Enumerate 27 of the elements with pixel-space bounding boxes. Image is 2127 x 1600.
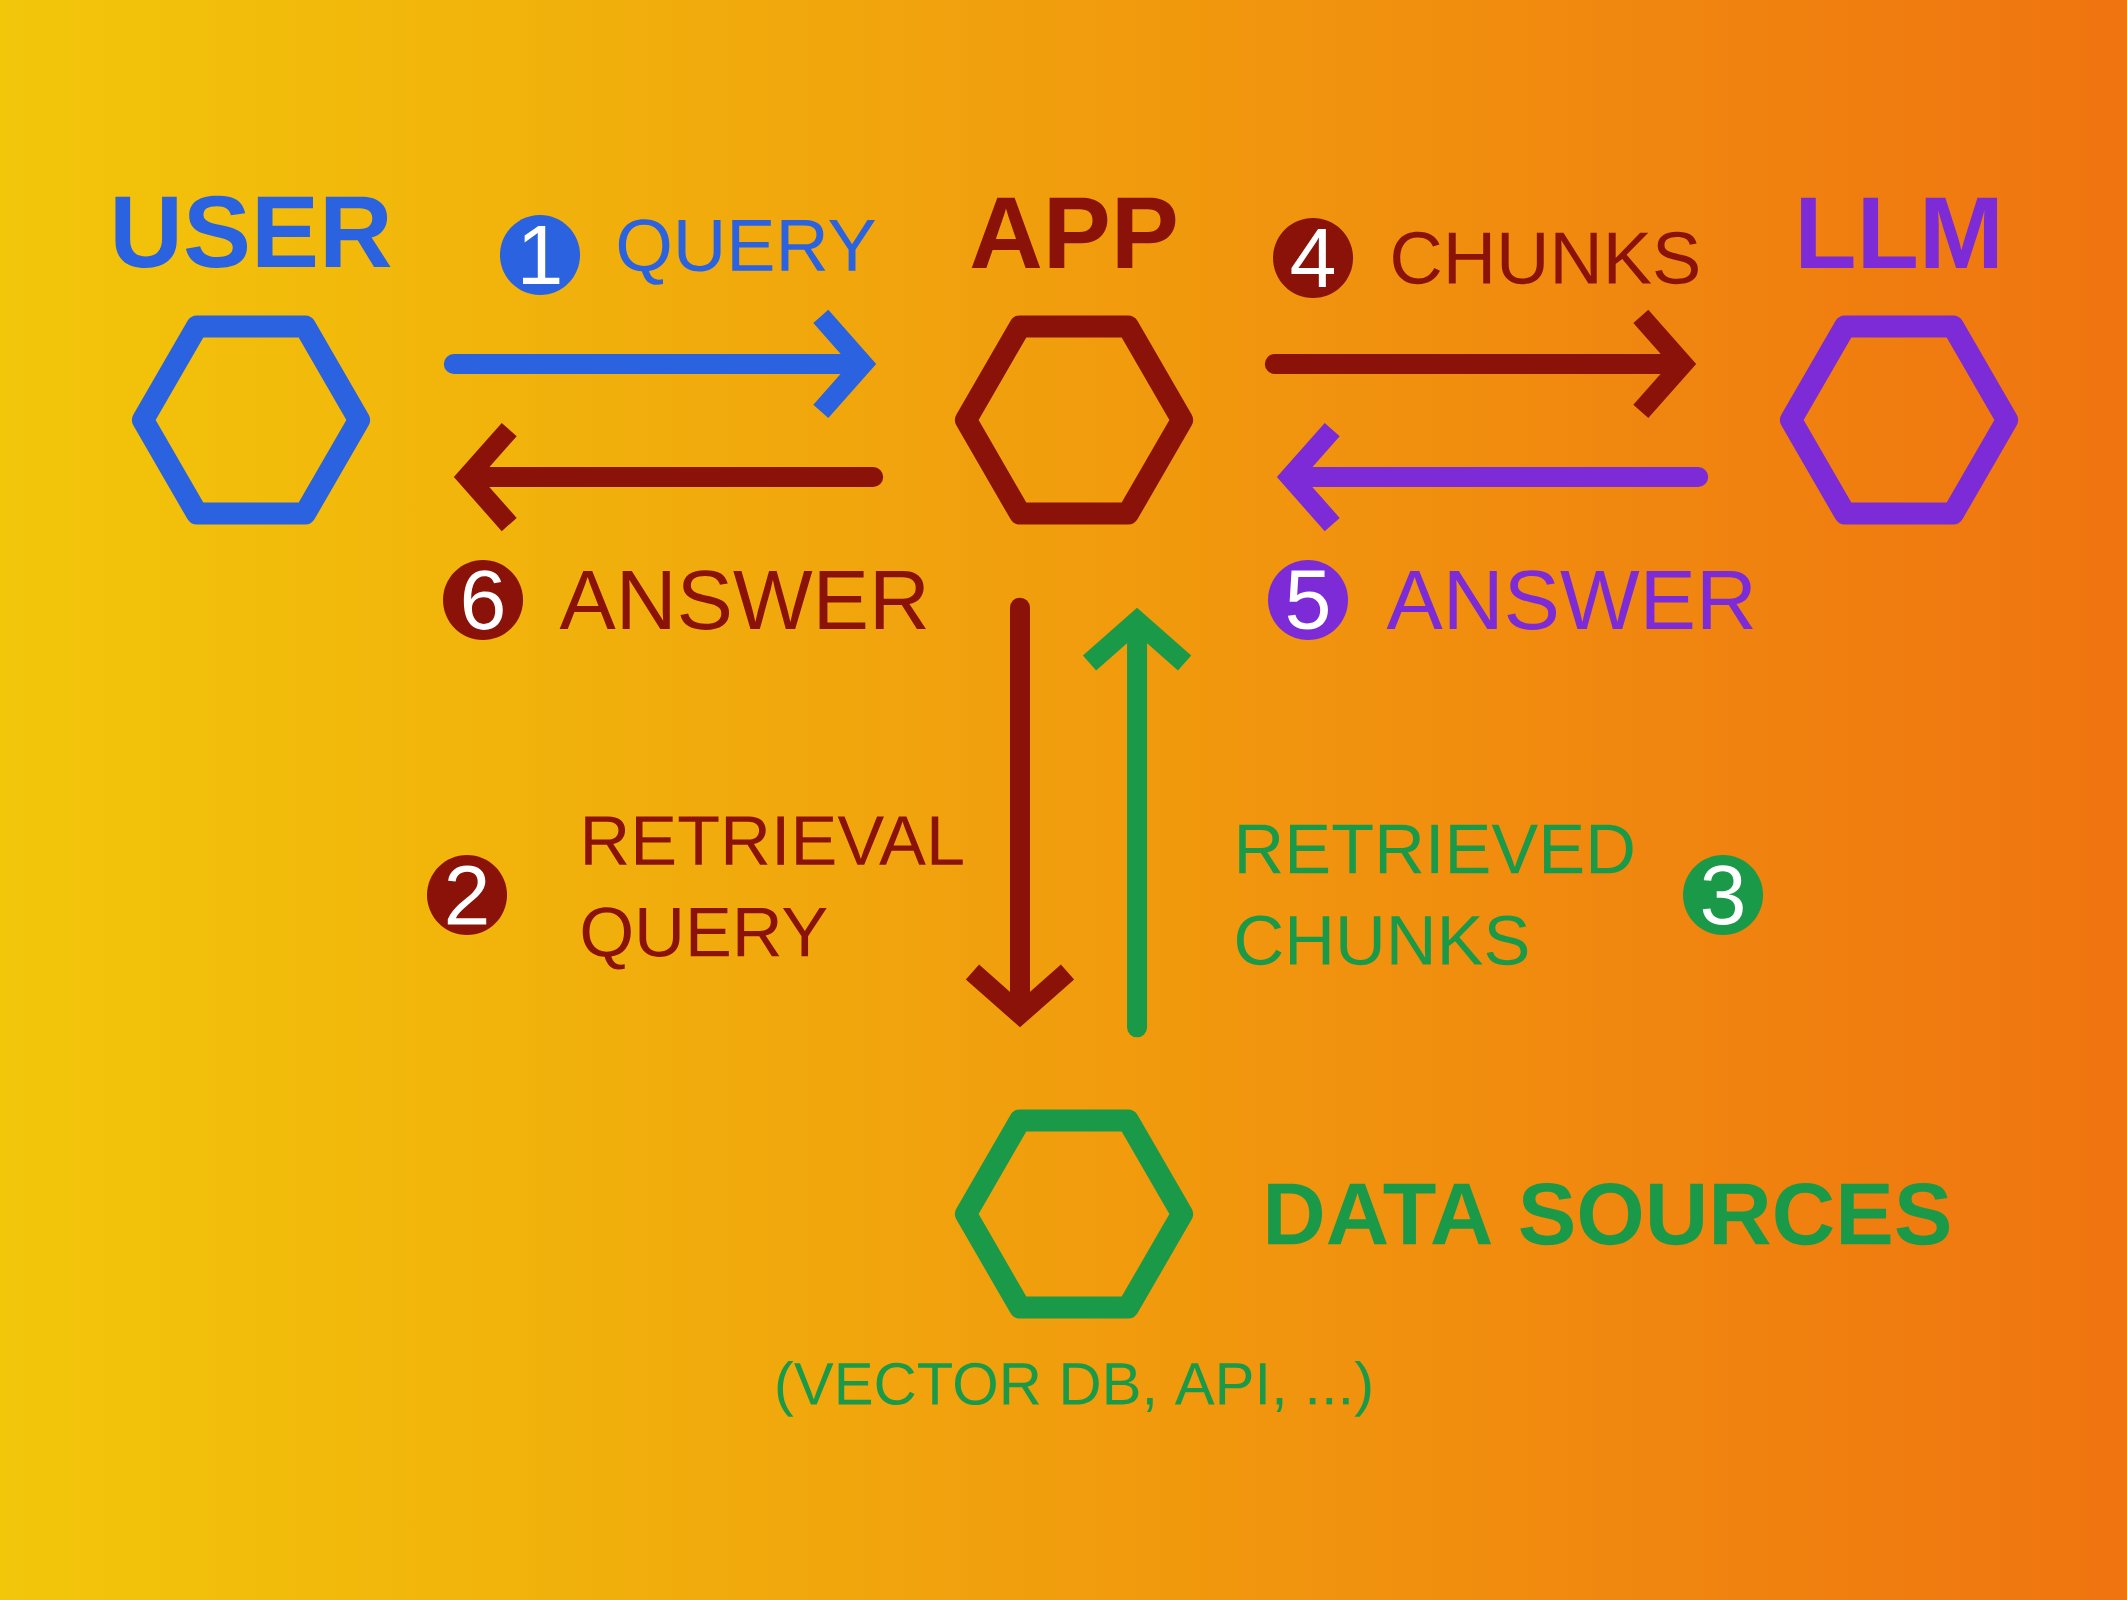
hexagon: LLM (1779, 197, 2019, 525)
hexagon: APP (954, 197, 1194, 525)
edge-label: ANSWER (559, 570, 926, 630)
hexagon: USER (115, 195, 391, 525)
node-label: APP (971, 197, 1176, 268)
edge-label: RETRIEVAL QUERY (582, 816, 963, 970)
callout-number: 1 (500, 214, 581, 296)
edge-label: ANSWER (1386, 570, 1753, 630)
arrow (443, 309, 877, 419)
arrow (965, 597, 1075, 1028)
node-label: DATA SOURCES (1268, 1182, 1950, 1246)
node-label: (VECTOR DB, API, ...) (777, 1361, 1371, 1417)
edge-label: RETRIEVED CHUNKS (1237, 824, 1633, 966)
node-label: USER (115, 195, 391, 268)
callout-number: 3 (1683, 855, 1764, 935)
callout-number: 4 (1273, 218, 1354, 298)
arrow (1082, 607, 1192, 1038)
arrow (1276, 422, 1709, 532)
callout-number: 6 (443, 560, 524, 640)
node-label: LLM (1801, 197, 1998, 268)
edge-label: QUERY (618, 219, 876, 285)
callout-number: 5 (1268, 560, 1349, 640)
arrow (1264, 309, 1697, 419)
hexagon: DATA SOURCES (VECTOR DB, API, ...) (777, 1109, 1950, 1417)
callout-number: 2 (427, 855, 508, 935)
edge-label: CHUNKS (1393, 231, 1698, 285)
arrow (453, 422, 884, 532)
